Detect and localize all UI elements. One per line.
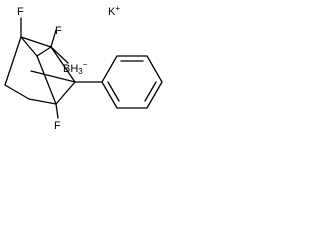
molecule-drawing: F F F BH3− K+ bbox=[4, 4, 163, 132]
bond-c4-f bbox=[55, 103, 59, 119]
bond-c5-c4 bbox=[55, 81, 76, 105]
bond-c6-f bbox=[50, 29, 57, 48]
bicyclic-cage bbox=[4, 36, 76, 105]
bond-c6-b bbox=[50, 46, 69, 64]
bond-bridge-c4 bbox=[36, 55, 57, 105]
phenyl-double-bond-3 bbox=[107, 81, 120, 102]
borane-label: BH3− bbox=[63, 60, 88, 76]
potassium-label: K+ bbox=[108, 4, 120, 18]
borane-group-text: BH bbox=[63, 63, 78, 75]
phenyl-ring bbox=[101, 55, 163, 109]
bond-cross bbox=[30, 70, 76, 83]
substituent-bonds bbox=[20, 17, 103, 119]
bond-c6-bridge bbox=[36, 46, 52, 57]
fluorine-label-top-left: F bbox=[17, 6, 24, 18]
bond-c6-c5 bbox=[50, 46, 76, 83]
bond-c1-c6 bbox=[20, 36, 52, 48]
structure-diagram: F F F BH3− K+ bbox=[0, 0, 186, 141]
fluorine-label-bottom: F bbox=[54, 120, 61, 132]
phenyl-hexagon bbox=[101, 55, 163, 109]
bond-c2-c3 bbox=[4, 84, 30, 100]
fluorine-label-top: F bbox=[55, 25, 62, 37]
phenyl-double-bond-2 bbox=[144, 81, 157, 102]
borane-subscript: 3 bbox=[78, 67, 83, 76]
bond-c3-c4 bbox=[28, 98, 57, 105]
potassium-text: K bbox=[108, 6, 116, 18]
bond-c1-c2 bbox=[4, 36, 22, 86]
borane-charge: − bbox=[83, 60, 88, 69]
potassium-charge: + bbox=[115, 4, 120, 13]
bond-c1-bridge bbox=[20, 36, 38, 57]
